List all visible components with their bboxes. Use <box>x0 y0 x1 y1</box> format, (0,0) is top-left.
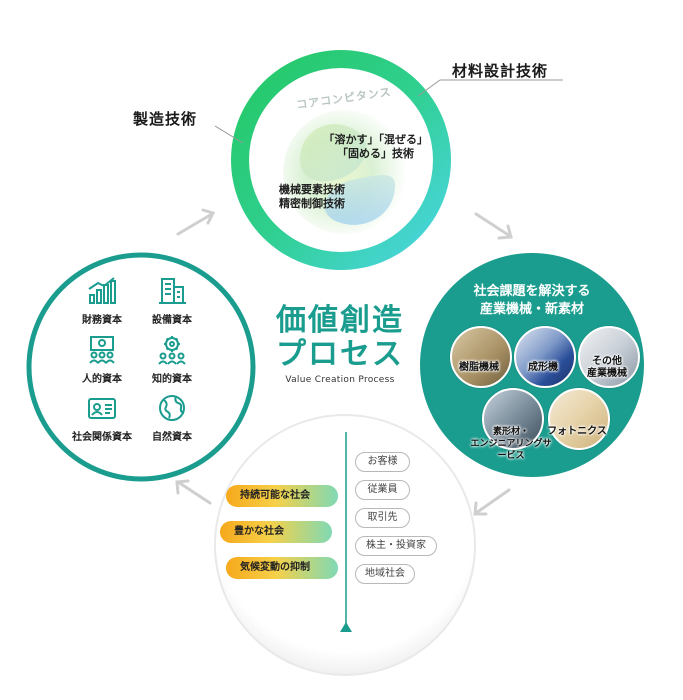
bottom-circle <box>214 414 476 676</box>
product-resin-machine-label: 樹脂機械 <box>459 362 499 373</box>
people-icon <box>89 336 115 364</box>
stakeholder-shareholders: 株主・投資家 <box>355 536 437 556</box>
core-tech-melt-mix: 「溶かす」「混ぜる」 <box>323 133 429 146</box>
social-title-1: 社会課題を解決する <box>473 284 591 299</box>
outcome-sustainable-society: 持続可能な社会 <box>226 485 338 507</box>
cycle-arrow-down <box>473 488 511 516</box>
social-title-2: 産業機械・新素材 <box>479 302 584 317</box>
material-design-tech-label: 材料設計技術 <box>452 62 549 80</box>
center-subtitle: Value Creation Process <box>285 375 395 385</box>
product-photonics <box>548 388 610 450</box>
manufacturing-tech-label: 製造技術 <box>133 110 198 128</box>
stakeholder-community: 地域社会 <box>355 564 415 584</box>
globe-icon <box>159 395 185 421</box>
product-materials-engineering <box>482 388 544 450</box>
stakeholder-employees: 従業員 <box>355 480 410 500</box>
capital-social-relationship: 社会関係資本 <box>62 392 142 443</box>
product-molding-machine-label: 成形機 <box>528 362 558 373</box>
outcome-prosperous-society: 豊かな社会 <box>220 521 332 543</box>
product-photonics-label: フォトニクス <box>547 426 607 437</box>
core-tech-precision: 精密制御技術 <box>279 197 345 210</box>
product-other-machine <box>578 326 640 388</box>
product-resin-machine <box>450 326 512 388</box>
handshake-card-icon <box>88 398 116 419</box>
core-tech-solidify: 「固める」技術 <box>337 147 414 160</box>
capital-equipment: 設備資本 <box>132 275 212 326</box>
cycle-arrow-up <box>176 208 216 236</box>
divider-pointer <box>340 622 352 632</box>
capital-human: 人的資本 <box>62 334 142 385</box>
cycle-arrow-left <box>175 479 212 505</box>
core-tech-mechanical: 機械要素技術 <box>279 183 345 196</box>
cycle-arrow-right <box>474 212 513 240</box>
center-title-1: 価値創造 <box>276 303 404 338</box>
center-title-2: プロセス <box>276 337 404 372</box>
stakeholder-suppliers: 取引先 <box>355 508 410 528</box>
capital-natural: 自然資本 <box>132 392 212 443</box>
outcome-climate-mitigation: 気候変動の抑制 <box>226 557 338 579</box>
capital-finance: 財務資本 <box>62 275 142 326</box>
finance-chart-icon <box>88 277 116 304</box>
capital-intellectual: 知的資本 <box>132 334 212 385</box>
stakeholder-customers: お客様 <box>355 452 410 472</box>
product-other-machine-label: その他 産業機械 <box>587 356 627 379</box>
product-materials-engineering-label: 素形材・ エンジニアリングサービス <box>470 427 552 461</box>
capital-circle <box>26 252 256 482</box>
product-molding-machine <box>514 326 576 388</box>
gear-people-icon <box>158 336 186 365</box>
building-icon <box>159 278 186 304</box>
